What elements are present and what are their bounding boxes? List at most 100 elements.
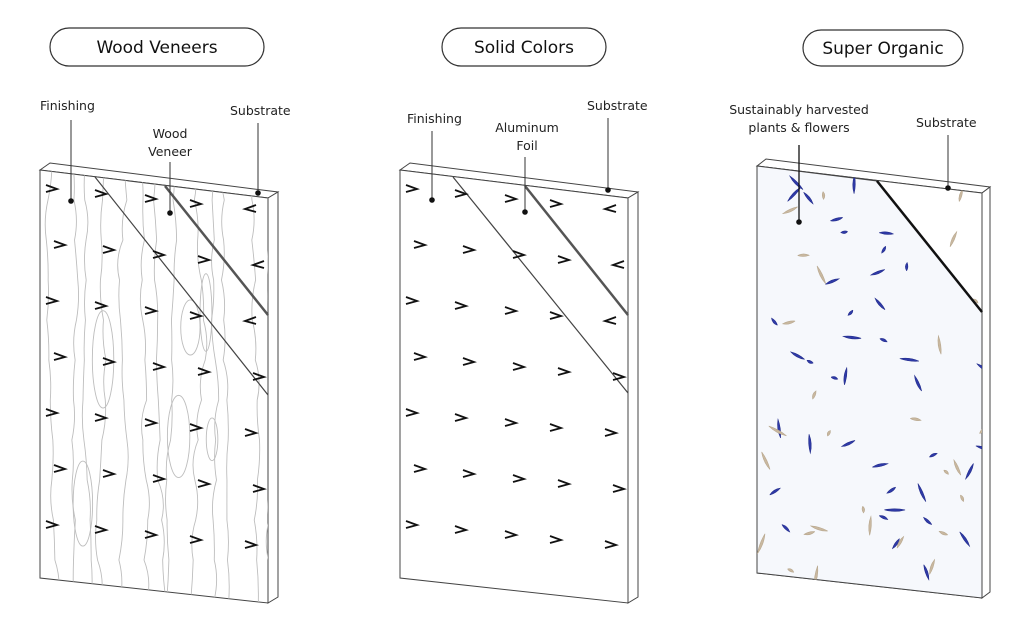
- chevron-mark: [144, 530, 159, 539]
- grain-line: [115, 170, 129, 603]
- petal: [781, 320, 796, 325]
- chevron-mark: [405, 520, 420, 529]
- leader-dot: [167, 210, 173, 216]
- label-finishing: Finishing: [407, 111, 462, 126]
- petal: [910, 417, 922, 421]
- petal: [869, 269, 885, 276]
- label-wood: Wood: [153, 126, 188, 141]
- petal: [937, 334, 942, 355]
- chevron-mark: [512, 362, 527, 371]
- wood-grain: [44, 170, 268, 603]
- grain-knot: [166, 394, 191, 478]
- petal: [896, 535, 905, 549]
- chevron-mark: [45, 296, 60, 305]
- chevron-mark: [197, 255, 212, 264]
- panel-solid-colors: [398, 162, 640, 604]
- chevron-mark: [102, 357, 117, 366]
- petal: [789, 351, 805, 360]
- petal: [809, 525, 828, 532]
- petal: [953, 459, 962, 476]
- grain-line: [163, 170, 178, 603]
- petal: [923, 516, 933, 525]
- petal: [843, 366, 848, 385]
- organic-layer: [756, 165, 983, 599]
- chevron-mark: [244, 540, 259, 549]
- petal: [929, 453, 938, 458]
- front-face: [39, 169, 269, 604]
- chevron-mark: [549, 535, 564, 544]
- petal: [829, 217, 843, 222]
- title-super-organic: Super Organic: [802, 29, 964, 67]
- title-wood-veneers: Wood Veneers: [49, 27, 265, 67]
- chevron-mark: [462, 357, 477, 366]
- chevrons: [45, 184, 267, 549]
- flower-petals: [757, 174, 982, 587]
- title-text: Solid Colors: [474, 38, 574, 58]
- petal: [886, 486, 896, 494]
- petal: [960, 494, 965, 503]
- leader-dot: [796, 219, 802, 225]
- petal: [878, 515, 889, 520]
- veneer-edge: [164, 185, 269, 316]
- label-substrate: Substrate: [916, 115, 977, 130]
- petal: [771, 317, 778, 326]
- label-finishing: Finishing: [40, 98, 95, 113]
- chevron-mark: [504, 530, 519, 539]
- chevron-mark: [512, 474, 527, 483]
- chevron-mark: [45, 520, 60, 529]
- chevron-mark: [189, 423, 204, 432]
- leader-dot: [68, 198, 74, 204]
- chevron-mark: [45, 184, 60, 193]
- chevron-mark: [602, 204, 617, 213]
- chevron-mark: [454, 525, 469, 534]
- petal: [821, 191, 826, 200]
- chevron-mark: [144, 194, 159, 203]
- panel-wood-veneers: [38, 162, 280, 604]
- chevron-mark: [244, 428, 259, 437]
- chevrons: [405, 184, 627, 549]
- label-substrate: Substrate: [230, 103, 291, 118]
- petal: [830, 376, 839, 380]
- callouts-wood-veneers: Finishing Wood Veneer Substrate: [40, 98, 291, 216]
- petal: [874, 297, 886, 310]
- substrate-side: [267, 191, 279, 604]
- petal: [965, 463, 974, 480]
- title-text: Super Organic: [822, 39, 943, 59]
- chevron-mark: [549, 423, 564, 432]
- chevron-mark: [413, 240, 428, 249]
- chevron-mark: [252, 484, 267, 493]
- petal: [816, 265, 827, 285]
- chevron-mark: [94, 413, 109, 422]
- chevron-mark: [189, 311, 204, 320]
- grain-line: [220, 170, 233, 603]
- petal: [781, 524, 791, 533]
- organic-edge: [876, 180, 983, 313]
- chevron-mark: [144, 306, 159, 315]
- substrate-side: [981, 186, 991, 599]
- finishing-edge: [94, 176, 269, 396]
- chevron-mark: [557, 479, 572, 488]
- leader-dot: [255, 190, 261, 196]
- petal: [768, 425, 787, 437]
- title-solid-colors: Solid Colors: [441, 27, 607, 67]
- petal: [840, 440, 856, 447]
- label-veneer: Veneer: [148, 144, 193, 159]
- petal: [840, 230, 848, 234]
- leader-dot: [945, 185, 951, 191]
- petal: [975, 445, 982, 452]
- chevron-mark: [612, 372, 627, 381]
- petal: [979, 427, 982, 434]
- chevron-mark: [549, 199, 564, 208]
- grain-line: [81, 170, 96, 603]
- petal: [881, 245, 887, 254]
- petal: [788, 175, 804, 190]
- chevron-mark: [504, 194, 519, 203]
- petal: [914, 374, 922, 392]
- grain-line: [70, 170, 80, 603]
- chevron-mark: [512, 250, 527, 259]
- petal: [787, 568, 795, 573]
- chevron-mark: [252, 372, 267, 381]
- chevron-mark: [189, 535, 204, 544]
- petal: [803, 191, 814, 205]
